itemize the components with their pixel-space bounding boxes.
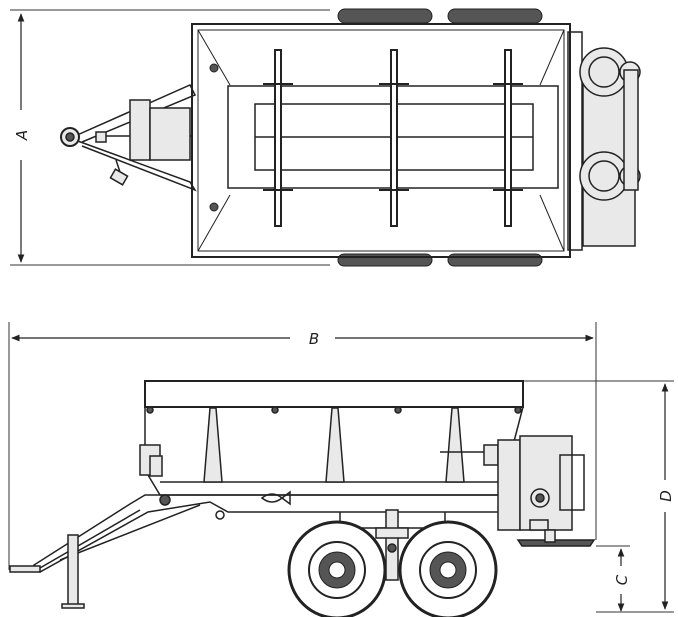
fish-decal-icon: [260, 490, 291, 506]
tire-top-left: [337, 8, 433, 24]
suspension: [339, 509, 446, 581]
hopper-body-top: [191, 23, 571, 258]
dimension-label-d: D: [657, 490, 675, 502]
dimension-label-a: A: [13, 130, 31, 141]
spinner-engine-side: [440, 435, 596, 547]
wheel-rear: [398, 520, 498, 617]
dimension-b: B: [8, 322, 597, 570]
jack-stand: [67, 534, 79, 606]
wheel-front: [287, 520, 387, 617]
dimension-label-b: B: [309, 330, 319, 348]
top-view: A: [10, 8, 641, 267]
dimension-d: D: [524, 380, 675, 613]
cross-bars: [263, 49, 523, 227]
side-view: B: [8, 322, 675, 617]
tire-top-right: [447, 8, 543, 24]
tire-bottom-left: [337, 253, 433, 267]
hitch-tongue-top: [60, 84, 197, 192]
hopper-body-side: [139, 380, 524, 506]
dimension-a: A: [10, 9, 330, 266]
dimension-c: C: [596, 545, 631, 612]
tire-bottom-right: [447, 253, 543, 267]
dimension-label-c: C: [613, 574, 631, 585]
spinner-assembly-top: [567, 31, 641, 251]
